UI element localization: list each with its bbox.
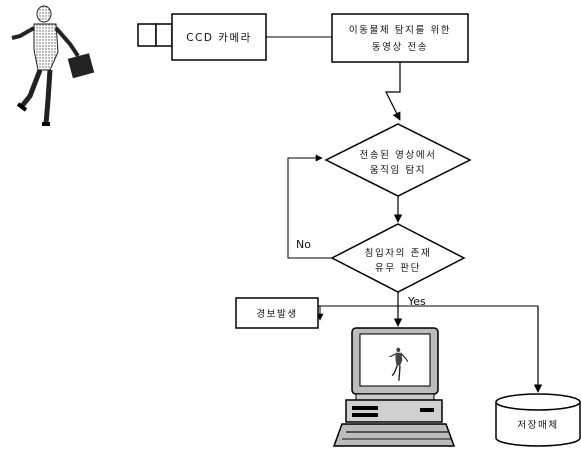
no-label: No <box>296 238 311 251</box>
intruder-line1: 침입자의 존재 <box>365 247 432 259</box>
no-loop-arrow <box>287 154 332 259</box>
intruder-line2: 유무 판단 <box>375 263 421 274</box>
transmission-arrow <box>385 62 401 121</box>
ccd-camera-icon <box>137 23 173 47</box>
detect-decision: 전송된 영상에서 움직임 탐지 <box>324 123 472 197</box>
storage-label: 저장매체 <box>517 420 558 431</box>
detect-line2: 움직임 탐지 <box>370 164 426 176</box>
storage-cylinder-icon: 저장매체 <box>495 393 581 447</box>
transmit-line1: 이동물체 탐지를 위한 <box>349 24 451 36</box>
transmit-line2: 동영상 전송 <box>372 42 428 53</box>
camera-label: CCD 카메라 <box>186 32 252 44</box>
desktop-computer-icon <box>332 327 456 447</box>
intruder-decision: 침입자의 존재 유무 판단 <box>330 223 466 293</box>
yes-label: Yes <box>407 295 426 308</box>
running-businessman-icon <box>11 5 95 126</box>
detect-line1: 전송된 영상에서 <box>360 149 437 161</box>
transmit-box: 이동물체 탐지를 위한 동영상 전송 <box>331 13 469 63</box>
alarm-box: 경보발생 <box>235 297 319 329</box>
camera-box: CCD 카메라 <box>171 13 267 61</box>
alarm-label: 경보발생 <box>256 308 297 320</box>
